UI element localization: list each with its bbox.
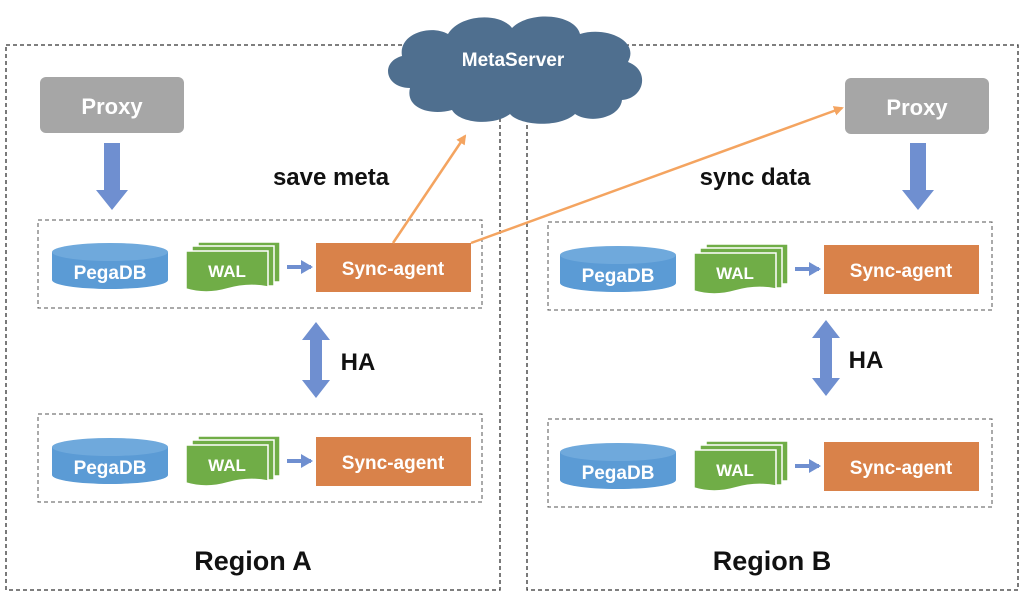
sync-agent-a1[interactable] bbox=[316, 243, 471, 292]
wal-a2[interactable]: WAL bbox=[185, 435, 281, 487]
save-meta-arrow bbox=[391, 134, 467, 244]
wal-label-a1: WAL bbox=[208, 262, 246, 281]
pegadb-a1[interactable]: PegaDB bbox=[52, 243, 168, 289]
sync-data-label: sync data bbox=[700, 164, 811, 191]
proxy-label-a: Proxy bbox=[81, 94, 143, 119]
save-meta-label: save meta bbox=[273, 164, 390, 191]
sync-agent-label-a1: Sync-agent bbox=[342, 259, 445, 280]
proxy-label-b: Proxy bbox=[886, 95, 948, 120]
sync-agent-b1[interactable] bbox=[824, 245, 979, 294]
region-a: Proxy save meta PegaDB WAL Sync-agent HA bbox=[37, 77, 483, 576]
sync-agent-label-b2: Sync-agent bbox=[850, 458, 953, 479]
metaserver-label: MetaServer bbox=[462, 50, 565, 71]
pegadb-a2[interactable]: PegaDB bbox=[52, 438, 168, 484]
ha-arrow-b bbox=[812, 320, 840, 396]
pegadb-label-a1: PegaDB bbox=[74, 263, 147, 284]
cloud-icon bbox=[388, 16, 643, 124]
ha-label-b: HA bbox=[849, 347, 884, 374]
metaserver-cloud: MetaServer bbox=[388, 16, 643, 124]
sync-agent-label-a2: Sync-agent bbox=[342, 453, 445, 474]
pegadb-b2[interactable]: PegaDB bbox=[560, 443, 676, 489]
sync-agent-a2[interactable] bbox=[316, 437, 471, 486]
sync-agent-label-b1: Sync-agent bbox=[850, 261, 953, 282]
wal-label-b2: WAL bbox=[716, 461, 754, 480]
sync-data-arrow bbox=[470, 106, 844, 245]
wal-a1[interactable]: WAL bbox=[185, 241, 281, 293]
ha-arrow-a bbox=[302, 322, 330, 398]
ha-label-a: HA bbox=[341, 349, 376, 376]
wal-b2[interactable]: WAL bbox=[693, 440, 789, 492]
wal-b1[interactable]: WAL bbox=[693, 243, 789, 295]
region-b-frame bbox=[526, 44, 1019, 591]
pegadb-label-b1: PegaDB bbox=[582, 266, 655, 287]
region-label-b: Region B bbox=[713, 546, 832, 576]
region-a-frame bbox=[5, 44, 501, 591]
region-b: Proxy sync data PegaDB WAL Sync-agent HA… bbox=[547, 78, 993, 576]
pegadb-label-a2: PegaDB bbox=[74, 458, 147, 479]
proxy-box-b[interactable] bbox=[845, 78, 989, 134]
proxy-down-arrow-a bbox=[96, 143, 128, 210]
sync-agent-b2[interactable] bbox=[824, 442, 979, 491]
proxy-down-arrow-b bbox=[902, 143, 934, 210]
wal-label-a2: WAL bbox=[208, 456, 246, 475]
region-label-a: Region A bbox=[194, 546, 312, 576]
proxy-box-a[interactable] bbox=[40, 77, 184, 133]
pegadb-b1[interactable]: PegaDB bbox=[560, 246, 676, 292]
pegadb-label-b2: PegaDB bbox=[582, 463, 655, 484]
wal-label-b1: WAL bbox=[716, 264, 754, 283]
